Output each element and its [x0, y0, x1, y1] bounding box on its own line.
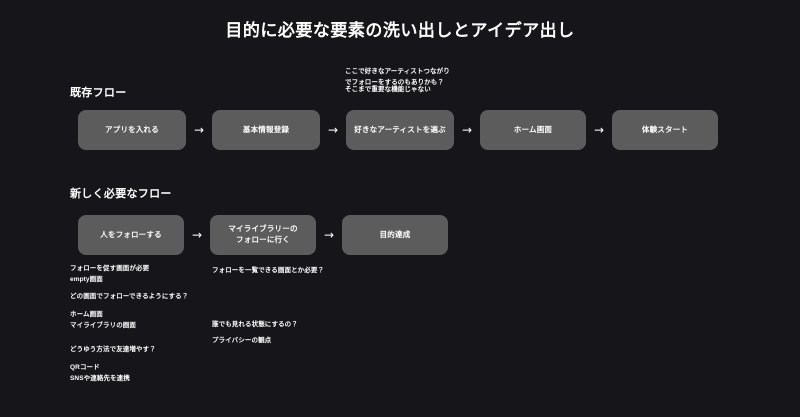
flow-node-experience-start[interactable]: 体験スタート [612, 110, 718, 150]
note-follow-prompt-screen: フォローを促す画面が必要 empty画面 [70, 265, 150, 283]
arrow-right-icon: → [593, 123, 605, 137]
note-friend-methods: QRコード SNSや連絡先を連携 [70, 364, 130, 382]
flow-node-home-screen[interactable]: ホーム画面 [480, 110, 586, 150]
flow-node-goal-achieved[interactable]: 目的達成 [342, 215, 448, 255]
flow-existing: アプリを入れる → 基本情報登録 → 好きなアーティストを選ぶ → ホーム画面 … [78, 110, 718, 150]
flow-node-basic-info-registration[interactable]: 基本情報登録 [212, 110, 320, 150]
page-title: 目的に必要な要素の洗い出しとアイデア出し [225, 21, 575, 40]
note-follow-list-screen-question: フォローを一覧できる画面とか必要？ [212, 267, 325, 274]
note-visibility-question: 誰でも見れる状態にするの？ [212, 321, 298, 328]
arrow-right-icon: → [461, 123, 473, 137]
note-how-to-increase-friends-question: どうゆう方法で友達増やす？ [70, 346, 156, 353]
flow-new: 人をフォローする → マイライブラリーの フォローに行く → 目的達成 [78, 215, 448, 255]
section-heading-existing-flow: 既存フロー [70, 87, 127, 99]
annotation-artist-follow-priority: そこまで重要な機能じゃない [345, 86, 431, 93]
flow-node-follow-people[interactable]: 人をフォローする [78, 215, 184, 255]
flow-node-go-to-my-library-follows[interactable]: マイライブラリーの フォローに行く [210, 215, 316, 255]
note-where-to-follow-question: どの画面でフォローできるようにする？ [70, 293, 189, 300]
annotation-artist-follow-idea: ここで好きなアーティストつながり でフォローをするのもありかも？ [345, 68, 450, 86]
section-heading-new-flow: 新しく必要なフロー [70, 188, 172, 200]
flow-node-choose-favorite-artist[interactable]: 好きなアーティストを選ぶ [346, 110, 454, 150]
note-privacy-perspective: プライバシーの観点 [212, 337, 272, 344]
arrow-right-icon: → [327, 123, 339, 137]
flow-node-install-app[interactable]: アプリを入れる [78, 110, 186, 150]
arrow-right-icon: → [193, 123, 205, 137]
note-screen-candidates: ホーム画面 マイライブラリの画面 [70, 311, 136, 329]
arrow-right-icon: → [191, 228, 203, 242]
arrow-right-icon: → [323, 228, 335, 242]
